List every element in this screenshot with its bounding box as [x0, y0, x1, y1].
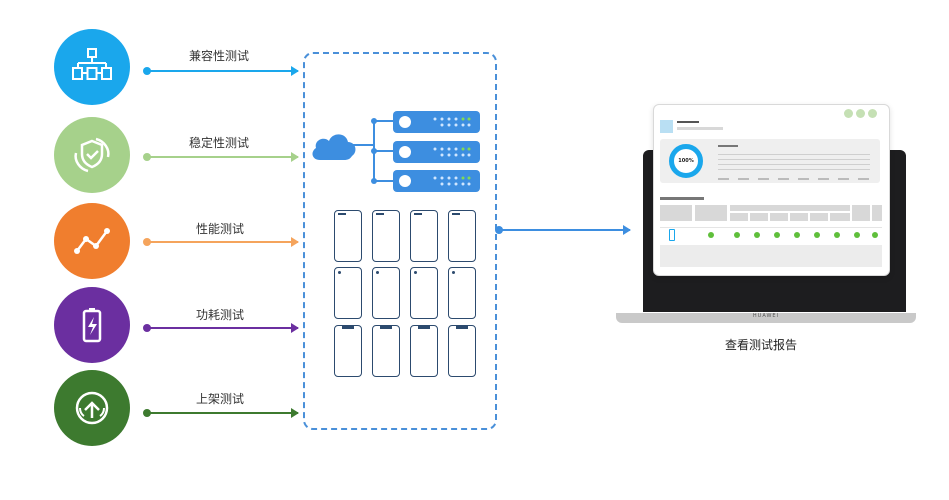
- phone-device: [334, 210, 362, 262]
- progress-ring: 100%: [669, 144, 703, 178]
- check-icon: [794, 232, 800, 238]
- laptop-brand: HUAWEI: [752, 313, 780, 319]
- performance-test-label: 性能测试: [196, 222, 245, 236]
- power-test-label: 功耗测试: [196, 308, 245, 322]
- phone-device: [372, 267, 400, 319]
- check-icon: [708, 232, 714, 238]
- battery-charge-icon: [82, 308, 102, 343]
- server-unit: [393, 111, 480, 133]
- check-icon: [872, 232, 878, 238]
- phone-device: [410, 325, 438, 377]
- stability-arrow: [143, 152, 299, 162]
- phone-device: [372, 325, 400, 377]
- cloud-server-connector: [350, 118, 394, 184]
- compatibility-test-label: 兼容性测试: [189, 49, 250, 63]
- release-arrow: [143, 408, 299, 418]
- view-report-caption: 查看测试报告: [725, 338, 798, 352]
- release-test-label: 上架测试: [196, 392, 245, 406]
- phone-device: [448, 325, 476, 377]
- check-icon: [754, 232, 760, 238]
- check-icon: [834, 232, 840, 238]
- phone-device: [372, 210, 400, 262]
- shield-refresh-icon: [74, 137, 110, 173]
- results-table: [660, 205, 882, 269]
- progress-label: 100%: [678, 158, 694, 164]
- phone-device: [448, 267, 476, 319]
- release-test-circle: [54, 370, 130, 446]
- check-icon: [734, 232, 740, 238]
- phone-device: [334, 325, 362, 377]
- stability-test-label: 稳定性测试: [189, 136, 250, 150]
- power-arrow: [143, 323, 299, 333]
- device-icon: [669, 229, 675, 241]
- server-unit: [393, 141, 480, 163]
- upload-cloud-icon: [75, 391, 109, 425]
- compatibility-test-circle: [54, 29, 130, 105]
- laptop-base: HUAWEI: [616, 313, 916, 323]
- line-trend-icon: [74, 228, 110, 254]
- test-cloud-container: [303, 52, 497, 430]
- performance-arrow: [143, 237, 299, 247]
- app-logo: [660, 120, 673, 133]
- flowchart-icon: [72, 48, 112, 80]
- performance-test-circle: [54, 203, 130, 279]
- phone-device: [334, 267, 362, 319]
- stability-test-circle: [54, 117, 130, 193]
- summary-panel: 100%: [660, 139, 880, 183]
- power-test-circle: [54, 287, 130, 363]
- report-arrow: [495, 225, 631, 235]
- check-icon: [814, 232, 820, 238]
- phone-device: [410, 267, 438, 319]
- phone-device: [448, 210, 476, 262]
- phone-device: [410, 210, 438, 262]
- cloud-icon: [312, 134, 356, 160]
- compatibility-arrow: [143, 66, 299, 76]
- test-report-window: 100%: [653, 104, 890, 276]
- server-unit: [393, 170, 480, 192]
- check-icon: [854, 232, 860, 238]
- check-icon: [774, 232, 780, 238]
